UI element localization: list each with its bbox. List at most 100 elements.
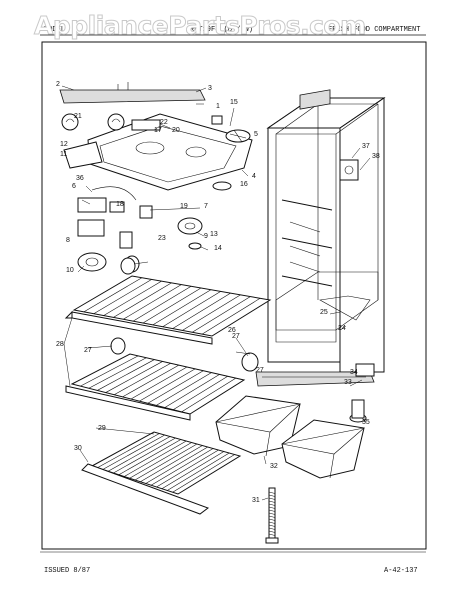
shelf-wire bbox=[156, 449, 219, 488]
footer-code: A-42-137 bbox=[384, 567, 418, 575]
callout-9: 9 bbox=[204, 233, 208, 240]
glass-shelf-upper bbox=[72, 275, 272, 337]
callout-18: 18 bbox=[116, 201, 124, 208]
callout-27: 27 bbox=[232, 333, 240, 340]
callout-6: 6 bbox=[72, 183, 76, 190]
leader-lines bbox=[61, 85, 371, 501]
shelf-wire bbox=[129, 442, 192, 479]
control-cover-assembly bbox=[59, 82, 253, 191]
callout-37: 37 bbox=[362, 143, 370, 150]
shelf-wire bbox=[97, 433, 160, 469]
shelf-wire bbox=[156, 372, 212, 406]
diagram-frame bbox=[41, 41, 427, 550]
callout-38: 38 bbox=[372, 153, 380, 160]
shelf-wire bbox=[162, 291, 221, 327]
callout-27: 27 bbox=[84, 347, 92, 354]
header-section-title: FRESH FOOD COMPARTMENT bbox=[328, 26, 420, 34]
shelf-wire bbox=[105, 361, 163, 393]
callout-8: 8 bbox=[66, 237, 70, 244]
shelf-wire bbox=[80, 355, 139, 387]
callout-36: 36 bbox=[76, 175, 84, 182]
callout-19: 19 bbox=[180, 203, 188, 210]
crisper-cover-frame bbox=[81, 431, 242, 515]
shelf-wire bbox=[118, 439, 182, 476]
shelf-wire bbox=[150, 448, 214, 486]
shelf-wire bbox=[122, 364, 180, 398]
leg-thread bbox=[268, 509, 276, 512]
watermark: AppliancePartsPros.com bbox=[34, 11, 366, 40]
shelf-wire bbox=[83, 277, 143, 313]
shelf-wire bbox=[167, 452, 230, 491]
callout-11: 11 bbox=[60, 151, 67, 158]
shelf-wire bbox=[142, 287, 202, 324]
shelf-wire bbox=[181, 377, 237, 413]
callout-13: 13 bbox=[210, 231, 218, 238]
callout-3: 3 bbox=[208, 85, 212, 92]
callout-1: 1 bbox=[216, 103, 220, 110]
shelf-wire bbox=[152, 289, 212, 326]
shelf-wire bbox=[172, 454, 235, 493]
shelf-wire bbox=[192, 296, 251, 333]
shelf-wire bbox=[172, 376, 228, 410]
callout-22: 22 bbox=[160, 119, 168, 126]
footer-issued: ISSUED 8/87 bbox=[44, 567, 90, 575]
shelf-wire bbox=[97, 359, 155, 391]
callout-28: 28 bbox=[56, 341, 64, 348]
leg-thread bbox=[268, 503, 276, 506]
shelf-wire bbox=[172, 292, 231, 329]
callout-4: 4 bbox=[252, 173, 256, 180]
callout-16: 16 bbox=[240, 181, 248, 188]
wire-shelf-lower bbox=[65, 353, 246, 421]
shelf-wire bbox=[107, 436, 171, 472]
callout-25: 25 bbox=[320, 309, 328, 316]
shelf-wire bbox=[140, 445, 203, 483]
shelf-wire bbox=[113, 282, 172, 318]
leg-thread bbox=[268, 527, 276, 530]
shelf-wire bbox=[93, 279, 152, 314]
shelf-wire bbox=[201, 298, 261, 335]
leg-thread bbox=[268, 518, 276, 521]
leg-thread bbox=[268, 521, 276, 524]
shelf-wire bbox=[124, 440, 187, 477]
callout-30: 30 bbox=[74, 445, 82, 452]
callout-23: 23 bbox=[158, 235, 166, 242]
callout-24: 24 bbox=[338, 325, 346, 332]
callout-27: 27 bbox=[256, 367, 264, 374]
callout-12: 12 bbox=[60, 141, 68, 148]
shelf-wire bbox=[123, 284, 182, 320]
callout-20: 20 bbox=[172, 127, 180, 134]
callout-17: 17 bbox=[154, 127, 162, 134]
leg-thread bbox=[268, 530, 276, 533]
shelf-wire bbox=[113, 437, 176, 474]
shelf-support-clip bbox=[241, 352, 259, 372]
leg-thread bbox=[268, 500, 276, 503]
shelf-wire bbox=[130, 366, 188, 400]
shelf-wire bbox=[102, 434, 165, 470]
leg-thread bbox=[268, 491, 276, 494]
thermostat-components bbox=[77, 186, 203, 273]
callout-31: 31 bbox=[252, 497, 260, 504]
header-models: MODELS bbox=[44, 26, 69, 34]
leg-thread bbox=[268, 524, 276, 527]
shelf-wire bbox=[145, 446, 208, 484]
callout-15: 15 bbox=[230, 99, 238, 106]
shelf-wire bbox=[147, 370, 204, 404]
leg-thread bbox=[268, 506, 276, 509]
shelf-wire bbox=[134, 443, 198, 481]
shelf-wire bbox=[132, 286, 192, 322]
header-model-number: RNT19F4 (B)/(W) bbox=[190, 26, 253, 34]
refrigerator-cabinet bbox=[255, 89, 386, 423]
callout-26: 26 bbox=[228, 327, 236, 334]
shelf-wire bbox=[103, 280, 162, 316]
shelf-wire bbox=[139, 368, 196, 402]
shelf-support-clip bbox=[110, 337, 126, 355]
shelf-wire bbox=[164, 374, 220, 408]
leg-thread bbox=[268, 497, 276, 500]
callout-35: 35 bbox=[362, 419, 370, 426]
callout-10: 10 bbox=[66, 267, 74, 274]
callout-32: 32 bbox=[270, 463, 278, 470]
callout-7: 7 bbox=[204, 203, 208, 210]
callout-5: 5 bbox=[254, 131, 258, 138]
